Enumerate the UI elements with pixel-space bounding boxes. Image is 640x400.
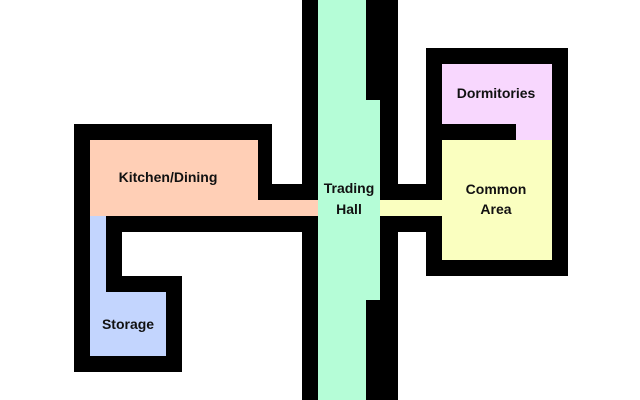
kitchen-corridor-floor <box>258 200 318 216</box>
hall-wall-top-left <box>302 0 318 100</box>
kitchen-dining-floor <box>90 140 258 216</box>
hall-wall-top-right <box>366 0 398 100</box>
hall-wall-bottom-left <box>302 300 318 400</box>
trading-hall-label-line1: Trading <box>324 180 375 196</box>
trading-hall-label-line2: Hall <box>336 201 362 217</box>
dormitories-floor-connector <box>516 124 552 140</box>
common-area-label-line2: Area <box>480 201 511 217</box>
storage-floor-lower <box>90 292 166 356</box>
dormitories-label: Dormitories <box>457 85 536 101</box>
common-area-floor <box>442 140 552 260</box>
trading-hall-floor-wide <box>318 100 380 300</box>
kitchen-dining-label: Kitchen/Dining <box>119 169 218 185</box>
hall-wall-bottom-right <box>366 300 398 400</box>
common-corridor-floor <box>380 200 442 216</box>
rooms <box>90 0 552 400</box>
room-labels: Kitchen/Dining Storage Trading Hall Dorm… <box>102 85 536 332</box>
storage-floor-upper <box>90 216 106 292</box>
common-area-label-line1: Common <box>466 181 527 197</box>
storage-label: Storage <box>102 316 154 332</box>
dormitories-floor <box>442 64 552 124</box>
